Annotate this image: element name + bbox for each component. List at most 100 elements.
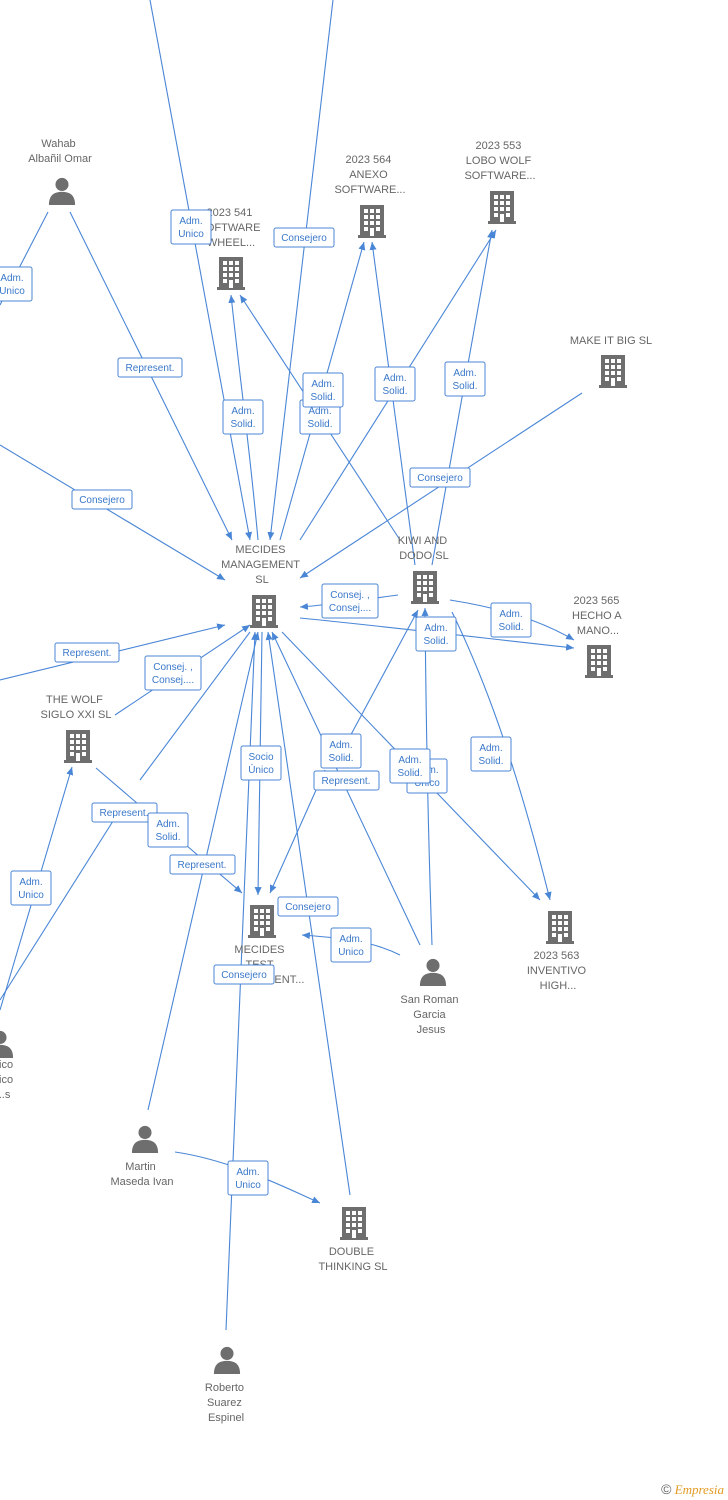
- node-label-double-thinking[interactable]: DOUBLE THINKING SL: [318, 1246, 387, 1273]
- svg-text:Adm.: Adm.: [424, 623, 447, 634]
- node-label-make-it-big[interactable]: MAKE IT BIG SL: [570, 335, 652, 347]
- svg-text:Unico: Unico: [0, 286, 25, 297]
- building-icon[interactable]: [599, 355, 627, 388]
- edge-tag[interactable]: Represent.: [169, 854, 236, 875]
- node-label-mecides-management[interactable]: MECIDES MANAGEMENT SL: [221, 544, 303, 586]
- svg-text:Solid.: Solid.: [310, 392, 335, 403]
- building-icon[interactable]: [250, 595, 278, 628]
- edge-tag[interactable]: Adm. Solid.: [490, 602, 532, 638]
- edge-tag[interactable]: Adm. Solid.: [389, 748, 431, 784]
- edge-tag[interactable]: Consejero: [273, 227, 335, 248]
- node-label-2023-553[interactable]: 2023 553 LOBO WOLF SOFTWARE...: [464, 140, 535, 182]
- edge-tag[interactable]: Adm. Solid.: [302, 372, 344, 408]
- building-icon[interactable]: [488, 191, 516, 224]
- node-label-2023-541[interactable]: 2023 541 SOFTWARE WHEEL...: [199, 207, 264, 249]
- edge-tag[interactable]: Adm.Solid.: [374, 366, 416, 402]
- node-label-martin[interactable]: Martin Maseda Ivan: [111, 1161, 174, 1188]
- edge-tag[interactable]: Consejero: [277, 896, 339, 917]
- svg-text:Adm.: Adm.: [329, 740, 352, 751]
- edge-tag[interactable]: Adm.Unico: [10, 870, 52, 906]
- edge-tag[interactable]: Adm.Unico: [227, 1160, 269, 1196]
- building-icon[interactable]: [546, 911, 574, 944]
- svg-text:Adm.: Adm.: [156, 819, 179, 830]
- svg-text:Consejero: Consejero: [79, 495, 125, 506]
- svg-text:Represent.: Represent.: [100, 808, 149, 819]
- person-icon[interactable]: [213, 1346, 241, 1374]
- svg-text:Represent.: Represent.: [322, 776, 371, 787]
- edge-tag[interactable]: Adm.Solid.: [470, 736, 512, 772]
- building-icon[interactable]: [411, 571, 439, 604]
- edge-tag[interactable]: Adm.Unico: [0, 266, 33, 302]
- node-label-2023-565[interactable]: 2023 565 HECHO A MANO...: [572, 595, 624, 637]
- node-label-roberto[interactable]: Roberto Suarez Espinel: [205, 1382, 247, 1424]
- edge-tag[interactable]: Represent.: [91, 802, 158, 823]
- svg-text:Unico: Unico: [18, 890, 44, 901]
- person-icon[interactable]: [48, 177, 76, 205]
- svg-text:Adm.: Adm.: [311, 379, 334, 390]
- svg-text:Consejero: Consejero: [281, 233, 327, 244]
- footer-brand: © Empresia: [661, 1481, 724, 1498]
- edge-tag[interactable]: Adm.Solid.: [320, 733, 362, 769]
- edge-line: [0, 444, 226, 581]
- building-icon[interactable]: [64, 730, 92, 763]
- svg-text:Solid.: Solid.: [155, 832, 180, 843]
- svg-text:Consej....: Consej....: [152, 675, 194, 686]
- node-label-2023-564[interactable]: 2023 564 ANEXO SOFTWARE...: [334, 154, 405, 196]
- svg-text:Solid.: Solid.: [498, 622, 523, 633]
- copyright-symbol: ©: [661, 1481, 672, 1497]
- person-icon[interactable]: [419, 958, 447, 986]
- edge-tag[interactable]: Consejero: [213, 964, 275, 985]
- edge-tag[interactable]: Consej. , Consej....: [144, 655, 202, 691]
- svg-text:Adm.: Adm.: [398, 755, 421, 766]
- svg-text:Represent.: Represent.: [178, 860, 227, 871]
- svg-text:Adm.: Adm.: [339, 934, 362, 945]
- person-icon[interactable]: [0, 1030, 14, 1058]
- edge-tag[interactable]: Represent.: [117, 357, 183, 378]
- node-label-san-roman[interactable]: San Roman Garcia Jesus: [400, 994, 461, 1036]
- building-icon[interactable]: [585, 645, 613, 678]
- svg-text:Adm.: Adm.: [499, 609, 522, 620]
- svg-text:Solid.: Solid.: [307, 419, 332, 430]
- building-icon[interactable]: [340, 1207, 368, 1240]
- svg-text:Solid.: Solid.: [397, 768, 422, 779]
- svg-text:Represent.: Represent.: [126, 363, 175, 374]
- edge-tag[interactable]: Adm.Solid.: [444, 361, 486, 397]
- svg-text:Adm.: Adm.: [179, 216, 202, 227]
- node-label-the-wolf[interactable]: THE WOLF SIGLO XXI SL: [41, 694, 112, 721]
- edge-tag[interactable]: Represent.: [313, 770, 380, 791]
- edge-tag[interactable]: Adm.Solid.: [299, 399, 341, 435]
- node-label-wahab[interactable]: Wahab Albañil Omar: [28, 138, 92, 165]
- node-label-kiwi[interactable]: KIWI AND DODO SL: [398, 535, 451, 562]
- node-label-edge-person[interactable]: ...ico ...ico ...s: [0, 1059, 16, 1101]
- svg-text:Consejero: Consejero: [285, 902, 331, 913]
- edge-tag[interactable]: Represent.: [54, 642, 120, 663]
- svg-text:Solid.: Solid.: [452, 381, 477, 392]
- edge-tag[interactable]: Adm. Solid.: [415, 616, 457, 652]
- edge-tag[interactable]: Adm.Solid.: [222, 399, 264, 435]
- building-icon[interactable]: [217, 257, 245, 290]
- edge-tag[interactable]: Adm.Unico: [330, 927, 372, 963]
- svg-text:Solid.: Solid.: [423, 636, 448, 647]
- person-icon[interactable]: [131, 1125, 159, 1153]
- building-icon[interactable]: [358, 205, 386, 238]
- edge-tag[interactable]: Consejero: [409, 467, 471, 488]
- edge-line: [149, 0, 253, 541]
- svg-text:Unico: Unico: [178, 229, 204, 240]
- edge-tag[interactable]: Adm. Unico: [170, 209, 212, 245]
- brand-logo[interactable]: Empresia: [674, 1482, 724, 1497]
- svg-text:Adm.: Adm.: [383, 373, 406, 384]
- edge-line: [0, 809, 121, 1001]
- svg-text:Adm.: Adm.: [479, 743, 502, 754]
- edge-tag[interactable]: Adm. Solid.: [147, 812, 189, 848]
- svg-text:Socio: Socio: [248, 752, 273, 763]
- edge-tags: Adm. Unico Consejero Adm. Unico Represent.…: [0, 209, 532, 1196]
- node-label-2023-563[interactable]: 2023 563 INVENTIVO HIGH...: [527, 950, 589, 992]
- building-icon[interactable]: [248, 905, 276, 938]
- svg-text:Consejero: Consejero: [221, 970, 267, 981]
- svg-text:Consej. ,: Consej. ,: [153, 662, 192, 673]
- svg-text:Consej....: Consej....: [329, 603, 371, 614]
- edge-tag[interactable]: Consej. ,Consej....: [321, 583, 379, 619]
- edge-tag[interactable]: Consejero: [71, 489, 133, 510]
